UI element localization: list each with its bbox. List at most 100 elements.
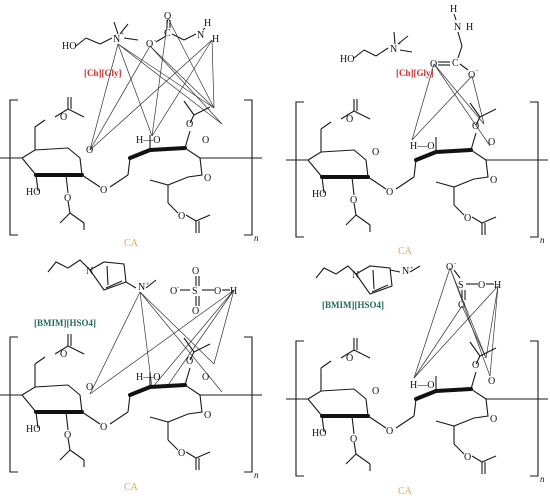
svg-text:H—O: H—O <box>410 141 434 152</box>
cellulose-acetate-unit: O O O HO O H—O O O O O n <box>0 95 264 243</box>
interaction-lines <box>89 289 235 395</box>
svg-text:N: N <box>86 266 93 277</box>
cellulose-acetate-unit: O O O HO O H—O O O O O n <box>284 97 550 245</box>
svg-text:H—O: H—O <box>136 135 160 146</box>
svg-text:HO: HO <box>26 424 40 435</box>
svg-text:O: O <box>204 410 211 421</box>
atom-n: N <box>113 34 120 45</box>
svg-text:O: O <box>186 356 193 367</box>
bmim-cation: N N + <box>47 259 157 293</box>
interaction-lines <box>89 17 223 151</box>
svg-text:H: H <box>212 34 219 45</box>
hso4-anion: O - S O H O <box>446 261 501 311</box>
svg-text:O: O <box>488 376 495 387</box>
svg-text:O: O <box>192 306 199 317</box>
polymer-label: CA <box>124 238 139 249</box>
svg-text:O: O <box>100 185 107 196</box>
svg-text:-: - <box>154 38 156 44</box>
svg-text:O: O <box>446 262 453 273</box>
svg-text:O: O <box>86 382 93 393</box>
svg-text:+: + <box>121 32 125 38</box>
interaction-lines <box>411 63 491 147</box>
panel-d: N N + O - S O H O [BMIM][HSO4] <box>284 261 550 496</box>
svg-text:O: O <box>204 173 211 184</box>
il-label: [BMIM][HSO4] <box>34 318 96 328</box>
svg-text:-: - <box>476 68 478 74</box>
svg-text:HO: HO <box>26 187 40 198</box>
svg-text:O: O <box>178 448 185 459</box>
polymer-label: CA <box>398 246 413 257</box>
svg-text:H: H <box>494 280 501 291</box>
atom-ho: HO <box>62 41 76 52</box>
svg-text:O: O <box>60 112 67 123</box>
svg-text:O: O <box>192 266 199 277</box>
svg-text:N: N <box>138 282 145 293</box>
svg-text:O: O <box>178 211 185 222</box>
svg-text:O: O <box>164 11 171 22</box>
polymer-label: CA <box>124 482 139 493</box>
bmim-cation: N N + <box>315 265 421 295</box>
svg-text:-: - <box>177 285 179 291</box>
svg-text:O: O <box>372 147 379 158</box>
svg-text:n: n <box>540 474 545 484</box>
panel-b: HO N + H N H C O O - [Ch][Gly] <box>284 4 550 257</box>
svg-text:O: O <box>490 175 497 186</box>
svg-text:O: O <box>468 70 475 81</box>
polymer-label: CA <box>398 486 413 496</box>
svg-text:N: N <box>454 22 461 33</box>
svg-text:O: O <box>350 434 357 445</box>
svg-text:S: S <box>192 286 198 297</box>
svg-text:O: O <box>86 145 93 156</box>
svg-text:C: C <box>164 28 171 39</box>
svg-text:H—O: H—O <box>136 372 160 383</box>
svg-text:HO: HO <box>340 54 354 65</box>
svg-text:O: O <box>464 213 471 224</box>
svg-text:-: - <box>454 261 456 267</box>
il-label: [BMIM][HSO4] <box>322 300 384 310</box>
svg-text:O: O <box>214 286 221 297</box>
cellulose-acetate-unit: O O O HO O H—O O O O O n <box>0 332 264 480</box>
svg-text:S: S <box>458 280 464 291</box>
panel-a: HO N + O - C O N H H [Ch][Gly] <box>0 11 264 249</box>
svg-text:H—O: H—O <box>410 380 434 391</box>
svg-text:O: O <box>100 422 107 433</box>
svg-text:HO: HO <box>312 428 326 439</box>
svg-text:O: O <box>472 360 479 371</box>
il-label: [Ch][Gly] <box>84 68 122 78</box>
svg-text:O: O <box>146 39 153 50</box>
svg-text:H: H <box>204 18 211 29</box>
svg-text:O: O <box>490 414 497 425</box>
svg-text:O: O <box>186 119 193 130</box>
svg-text:O: O <box>202 135 209 146</box>
svg-text:n: n <box>254 233 259 243</box>
svg-text:O: O <box>488 137 495 148</box>
il-label: [Ch][Gly] <box>396 68 434 78</box>
svg-text:O: O <box>458 300 465 311</box>
svg-text:O: O <box>170 286 177 297</box>
svg-text:C: C <box>452 58 459 69</box>
svg-text:+: + <box>410 266 414 272</box>
svg-text:O: O <box>60 349 67 360</box>
choline-cation: HO N + <box>62 21 139 52</box>
svg-text:H: H <box>466 22 473 33</box>
svg-text:O: O <box>64 193 71 204</box>
svg-text:O: O <box>386 426 393 437</box>
svg-text:+: + <box>146 282 150 288</box>
panel-c: N N + O - S O O O H [BMIM][HSO4] <box>0 259 264 493</box>
glycinate-anion: H N H C O O - <box>430 4 478 81</box>
svg-text:N: N <box>352 270 359 281</box>
svg-text:N: N <box>390 44 397 55</box>
svg-text:O: O <box>350 195 357 206</box>
svg-text:O: O <box>464 452 471 463</box>
svg-text:n: n <box>540 235 545 245</box>
svg-text:O: O <box>346 114 353 125</box>
svg-text:O: O <box>472 121 479 132</box>
cellulose-acetate-unit: O O O HO O H—O O O O O n <box>284 336 550 484</box>
svg-text:n: n <box>254 470 259 480</box>
svg-text:H: H <box>450 4 457 15</box>
svg-text:N: N <box>197 30 204 41</box>
svg-text:HO: HO <box>312 189 326 200</box>
svg-text:O: O <box>372 386 379 397</box>
svg-text:O: O <box>64 430 71 441</box>
